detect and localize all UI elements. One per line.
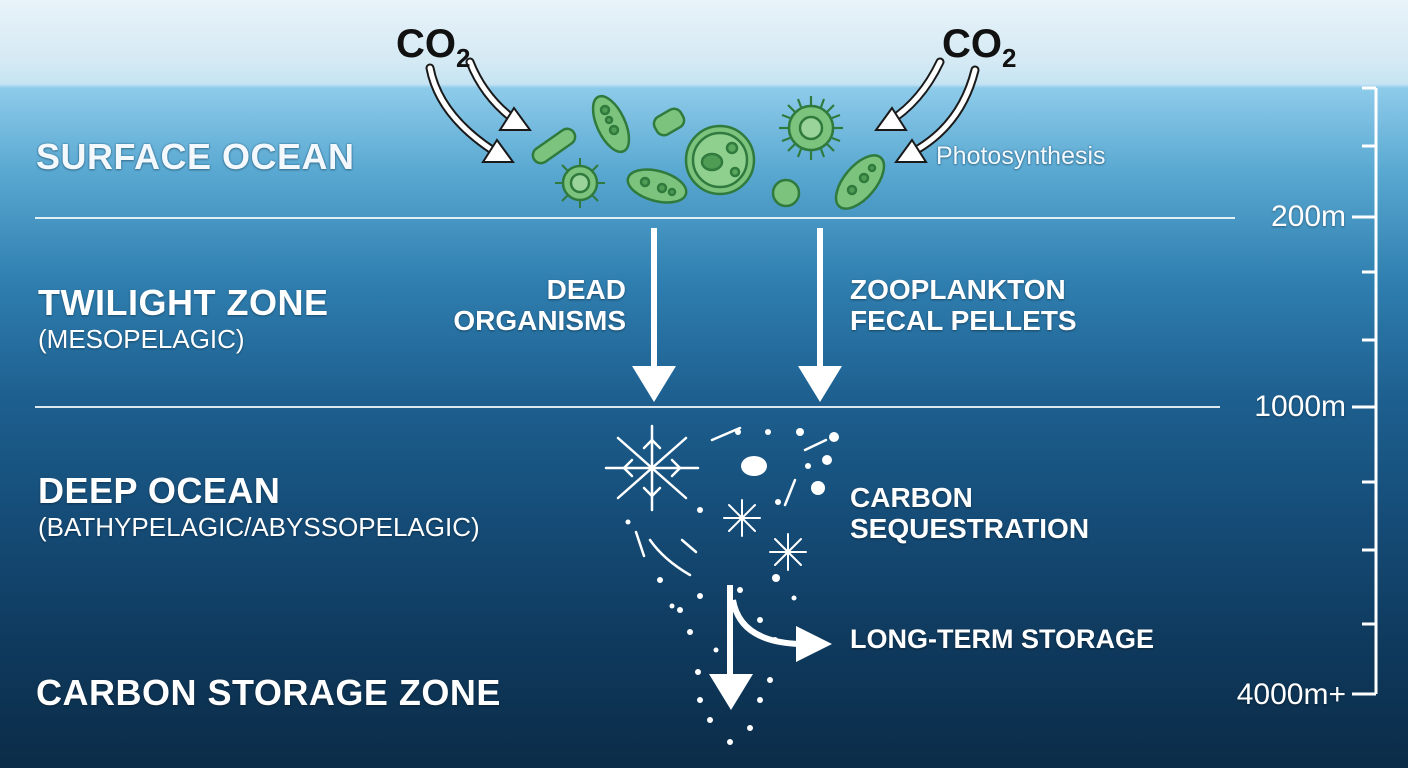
depth-scale — [1352, 86, 1378, 696]
oval-plankton-right — [834, 154, 886, 210]
depth-label-4000m: 4000m+ — [1236, 678, 1346, 711]
surface-ocean-title: SURFACE OCEAN — [36, 136, 355, 177]
deep-ocean-subtitle: (BATHYPELAGIC/ABYSSOPELAGIC) — [38, 512, 480, 542]
zooplankton-line: ZOOPLANKTON — [850, 274, 1066, 305]
deep-ocean-title: DEEP OCEAN — [38, 470, 281, 511]
surface-twilight-divider — [35, 217, 1235, 219]
fiber-fragment-3 — [710, 426, 742, 442]
fiber-fragment-1 — [648, 538, 692, 577]
carbon-sequestration-label: CARBON SEQUESTRATION — [850, 482, 1089, 544]
dead-organisms-label: DEAD ORGANISMS — [440, 274, 626, 336]
round-plankton — [771, 178, 801, 208]
co2-label-right: CO2 — [942, 22, 1016, 73]
co2-label-left: CO2 — [396, 22, 470, 73]
fiber-fragment-2 — [634, 530, 646, 558]
co2-arrow-right-outer — [894, 65, 980, 163]
dead-organisms-arrow — [632, 228, 676, 402]
co2-arrows — [425, 57, 980, 163]
fiber-fragment-5 — [680, 538, 698, 554]
oval-plankton-tilted — [591, 94, 631, 154]
fiber-fragment-4 — [783, 478, 797, 507]
co2-subscript: 2 — [1002, 43, 1017, 73]
snowflake-large — [604, 424, 700, 512]
fiber-fragment-6 — [803, 438, 828, 452]
co2-arrow-right-inner — [874, 57, 945, 131]
twilight-zone-subtitle: (MESOPELAGIC) — [38, 324, 245, 354]
rod-plankton — [531, 127, 577, 165]
carbon-line: CARBON — [850, 482, 973, 513]
co2-arrow-left-inner — [465, 57, 532, 131]
spiky-plankton-large — [779, 96, 843, 160]
phytoplankton-group — [531, 94, 886, 210]
depth-label-1000m: 1000m — [1254, 390, 1346, 423]
snowflake-medium — [723, 499, 761, 537]
co2-main: CO — [942, 22, 1002, 66]
storage-down-arrow — [709, 585, 753, 710]
co2-arrow-left-outer — [425, 63, 515, 163]
carbon-storage-zone-title: CARBON STORAGE ZONE — [36, 672, 501, 713]
dead-organisms-line1: DEAD — [546, 274, 626, 305]
dead-organisms-line2: ORGANISMS — [453, 305, 626, 336]
small-rod-plankton — [652, 107, 686, 137]
large-cell-plankton — [684, 124, 756, 196]
fecal-pellets-arrow — [798, 228, 842, 402]
snowflake-small — [769, 533, 807, 571]
storage-arrows — [709, 585, 832, 710]
sinking-arrows — [632, 228, 842, 402]
twilight-zone-title: TWILIGHT ZONE — [38, 282, 329, 323]
spiky-plankton-small — [555, 158, 605, 208]
pellet-particle — [741, 456, 767, 476]
marine-snow — [604, 424, 828, 577]
sequestration-line: SEQUESTRATION — [850, 513, 1090, 544]
depth-label-200m: 200m — [1270, 200, 1346, 233]
co2-main: CO — [396, 22, 456, 66]
photosynthesis-label: Photosynthesis — [936, 142, 1106, 170]
fecal-pellets-label: ZOOPLANKTON FECAL PELLETS — [850, 274, 1077, 336]
long-term-storage-label: LONG-TERM STORAGE — [850, 624, 1155, 654]
storage-side-arrow — [730, 599, 832, 662]
twilight-deep-divider — [35, 406, 1220, 408]
fecal-pellets-line: FECAL PELLETS — [850, 305, 1077, 336]
co2-subscript: 2 — [456, 43, 471, 73]
oval-plankton-flat — [626, 168, 688, 204]
